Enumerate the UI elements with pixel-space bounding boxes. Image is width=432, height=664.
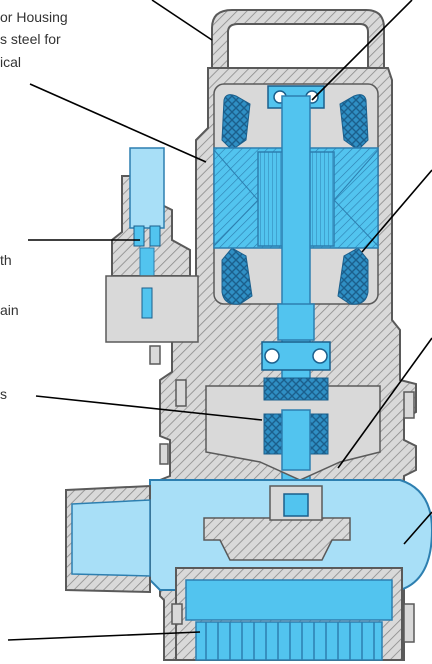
leader-strainer bbox=[7, 631, 201, 641]
middle-bearing-ball-left bbox=[264, 348, 280, 364]
impeller-nut bbox=[283, 493, 309, 517]
strainer-chamber bbox=[185, 579, 393, 621]
leader-shaft-seal bbox=[337, 337, 432, 469]
bolt-right-upper bbox=[403, 391, 415, 419]
label-seal-fragment: s bbox=[0, 386, 7, 402]
lower-winding-right bbox=[337, 247, 369, 305]
upper-seal bbox=[263, 377, 329, 401]
leader-impeller bbox=[403, 511, 432, 545]
leader-lines bbox=[7, 0, 432, 641]
label-motor-housing-line1: or Housing bbox=[0, 9, 68, 25]
strainer-ribs bbox=[195, 621, 383, 661]
bolt-right-lower bbox=[403, 603, 415, 643]
stator-wedge-left bbox=[213, 148, 259, 248]
cable-gland-right bbox=[149, 225, 161, 247]
stator-wedge-right bbox=[333, 148, 379, 248]
label-cable-fragment: th bbox=[0, 252, 12, 268]
upper-winding-left bbox=[221, 94, 251, 151]
discharge-bore bbox=[71, 499, 151, 577]
impeller bbox=[203, 517, 351, 561]
leader-handle bbox=[151, 0, 213, 41]
cable bbox=[129, 147, 165, 229]
middle-bearing-ball-right bbox=[312, 348, 328, 364]
bolt-left-base bbox=[171, 603, 183, 625]
bolt-drain bbox=[149, 345, 161, 365]
leader-upper-bearing bbox=[311, 0, 413, 101]
label-motor-housing-line3: ical bbox=[0, 54, 22, 70]
bolt-left-lower bbox=[159, 443, 169, 465]
terminal-pin bbox=[141, 287, 153, 319]
lower-winding-left bbox=[221, 247, 253, 305]
bolt-left-upper bbox=[175, 379, 187, 407]
shaft-seal-section bbox=[281, 409, 311, 471]
shaft-lower-section bbox=[277, 303, 315, 341]
upper-winding-right bbox=[339, 94, 369, 151]
label-motor-housing-line2: s steel for bbox=[0, 31, 61, 47]
handle bbox=[211, 9, 385, 69]
label-drain-fragment: ain bbox=[0, 302, 19, 318]
leader-seal bbox=[35, 395, 263, 421]
cable-gland-left bbox=[133, 225, 145, 247]
leader-stator bbox=[361, 169, 432, 253]
leader-motor-housing bbox=[29, 83, 207, 163]
